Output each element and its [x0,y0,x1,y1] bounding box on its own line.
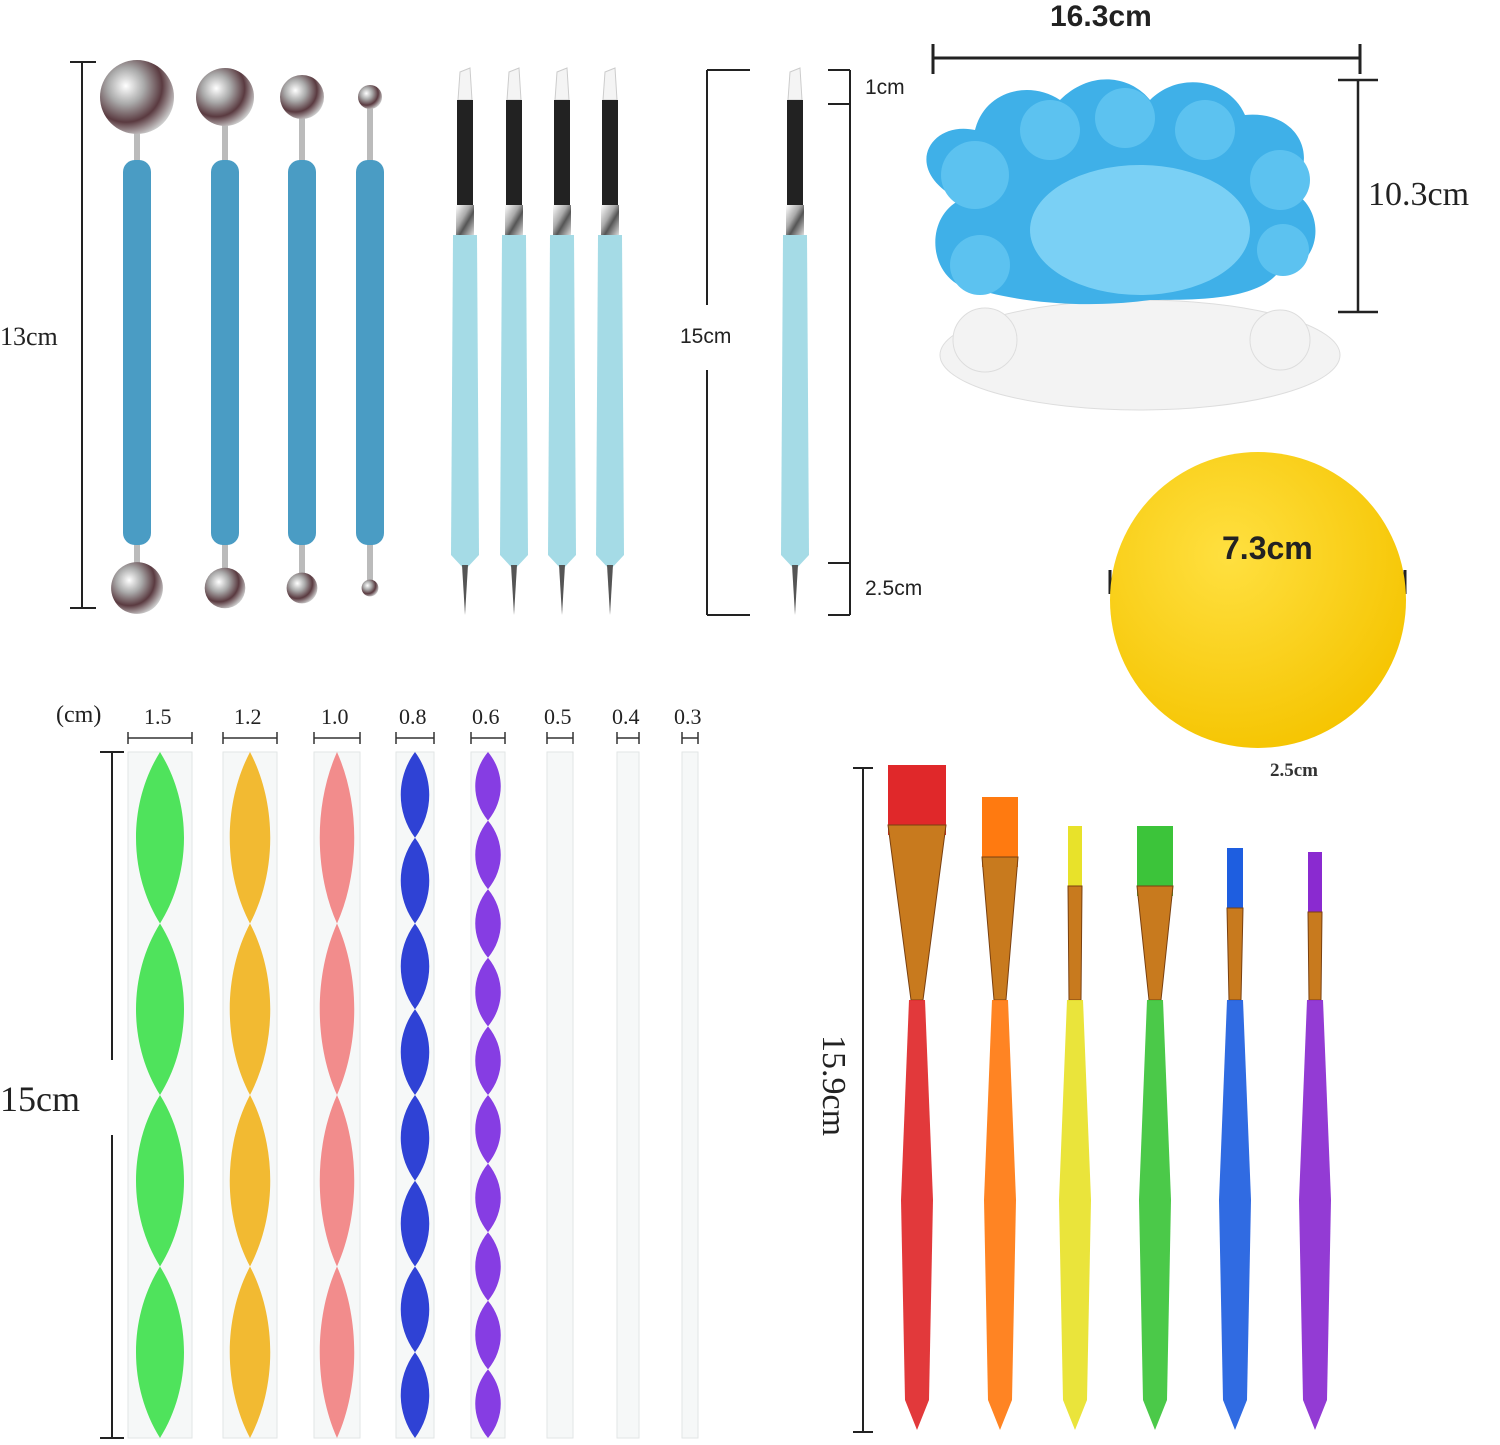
rod-diameter-tick [470,732,506,744]
rod-diameter-label: 0.4 [612,704,640,729]
dotting-rods [127,732,699,1439]
silicone-tool [451,67,479,615]
silicone-needle-label: 2.5cm [865,577,923,600]
paint-brush [981,797,1019,1430]
dotting-rod [127,751,193,1439]
palette-height-label: 10.3cm [1368,176,1470,213]
palette-width-label: 16.3cm [1050,0,1152,33]
rods-unit-label: (cm) [56,702,102,728]
silicone-tool [548,67,576,615]
silicone-length-label: 15cm [680,325,732,348]
rod-diameter-tick [395,732,435,744]
rod-diameter-tick [127,732,193,744]
rod-diameter-label: 0.6 [472,704,500,729]
silicone-tool [596,67,624,615]
rod-diameter-label: 0.8 [399,704,427,729]
sponge-diameter-label: 7.3cm [1222,530,1313,566]
rod-diameter-label: 0.3 [674,704,702,729]
rod-diameter-tick [616,732,640,744]
palette-height-line [1338,78,1378,314]
paint-brushes [887,765,1331,1430]
silicone-tool [781,67,809,615]
brushes-length-label: 15.9cm [815,1035,852,1137]
brushes-length-line [853,767,873,1433]
paint-brush [1299,852,1331,1430]
ball-stylus-tool [100,60,174,614]
ball-stylus-tools [100,60,384,614]
rods-length-label: 15cm [0,1079,80,1119]
rod-diameter-tick [546,732,574,744]
dotting-rod [546,751,574,1439]
paint-brush [1219,848,1251,1430]
silicone-tools [451,67,809,615]
ball-tools-length-label: 13cm [0,322,58,351]
rods-length-line [100,751,124,1439]
paint-brush [1136,826,1174,1430]
rod-diameter-label: 1.0 [321,704,349,729]
ball-stylus-tool [196,68,254,609]
palette-width-line [931,44,1362,74]
silicone-length-line [706,69,750,616]
silicone-detail-line [828,69,851,616]
dotting-rod [681,751,699,1439]
dotting-rod [470,751,506,1439]
rod-diameter-label: 1.5 [144,704,172,729]
rod-diameter-label: 0.5 [544,704,572,729]
rod-diameter-tick [313,732,361,744]
sponge [1110,452,1406,748]
rod-diameter-tick [222,732,278,744]
dotting-rod [313,751,361,1439]
ball-stylus-tool [356,85,384,597]
ball-tools-length-line [70,61,96,609]
sponge-thickness-label: 2.5cm [1270,760,1319,781]
paint-brush [887,765,947,1430]
silicone-tip-label: 1cm [865,76,905,99]
rod-diameter-label: 1.2 [234,704,262,729]
paint-brush [1059,826,1091,1430]
dotting-rod [616,751,640,1439]
rod-diameter-tick [681,732,699,744]
ball-stylus-tool [280,75,324,604]
silicone-tool [500,67,528,615]
dotting-rod [222,751,278,1439]
paint-palette [926,79,1341,411]
dotting-rod [395,751,435,1439]
